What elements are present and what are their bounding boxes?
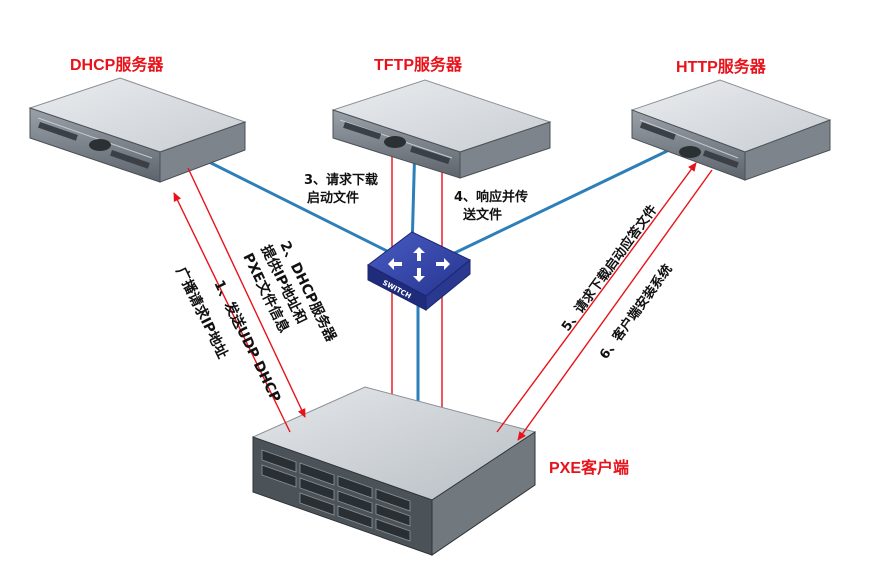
switch-arrows-icon bbox=[388, 247, 450, 282]
http-server bbox=[630, 79, 832, 181]
network-switch: SWITCH bbox=[367, 231, 471, 312]
step-3-line-2: 启动文件 bbox=[307, 190, 359, 206]
http-arrows bbox=[496, 162, 713, 441]
tftp-server bbox=[331, 79, 552, 179]
link-http-switch bbox=[439, 138, 691, 262]
arrow-install-system bbox=[517, 169, 713, 441]
pxe-client-title: PXE客户端 bbox=[549, 458, 629, 477]
http-server-title: HTTP服务器 bbox=[676, 57, 767, 76]
arrow-dhcp-offer bbox=[187, 167, 306, 418]
arrow-dhcp-broadcast bbox=[173, 192, 291, 433]
step-4-line-1: 4、响应并传 bbox=[454, 189, 528, 205]
dhcp-arrows bbox=[173, 167, 306, 433]
dhcp-server bbox=[28, 77, 247, 183]
step-3-line-1: 3、请求下载 bbox=[304, 172, 378, 188]
arrow-request-answer-file bbox=[496, 162, 697, 433]
dhcp-server-title: DHCP服务器 bbox=[70, 55, 164, 74]
step-4-line-2: 送文件 bbox=[462, 207, 502, 223]
step-4-label: 4、响应并传 送文件 bbox=[454, 189, 528, 223]
tftp-server-title: TFTP服务器 bbox=[374, 55, 463, 74]
drive-bays bbox=[261, 449, 411, 542]
link-dhcp-switch bbox=[184, 148, 406, 262]
pxe-client bbox=[251, 386, 537, 556]
step-2-label: 2、DHCP服务器 提供IP地址和 PXE文件信息 bbox=[239, 238, 340, 345]
step-5-label: 5、请求下载启动应答文件 bbox=[558, 202, 660, 334]
step-3-label: 3、请求下载 启动文件 bbox=[304, 172, 378, 206]
